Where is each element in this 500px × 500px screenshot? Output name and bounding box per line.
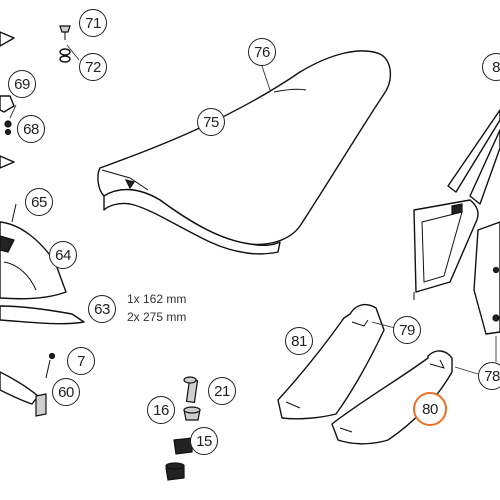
callout-81[interactable]: 81 [285, 327, 313, 355]
seat-strap-76 [273, 88, 307, 93]
callout-72[interactable]: 72 [79, 53, 107, 81]
screw-7 [45, 352, 56, 379]
callout-79[interactable]: 79 [393, 316, 421, 344]
callout-65[interactable]: 65 [25, 188, 53, 216]
foam-strip-63 [0, 305, 85, 325]
screw-71 [59, 25, 71, 40]
callout-7[interactable]: 7 [67, 347, 95, 375]
side-plate-lower-right [473, 221, 500, 335]
callout-60[interactable]: 60 [52, 378, 80, 406]
rubber-grommet-15 [165, 437, 193, 481]
callout-21[interactable]: 21 [208, 377, 236, 405]
part-69-bracket [0, 95, 15, 113]
callout-75[interactable]: 75 [197, 108, 225, 136]
dimension-note-1: 1x 162 mm [127, 292, 187, 306]
sleeve-16 [183, 406, 201, 421]
callout-80-highlighted[interactable]: 80 [413, 392, 447, 426]
seat-75 [97, 50, 391, 246]
dimension-note-2: 2x 275 mm [127, 310, 187, 324]
callout-63[interactable]: 63 [88, 295, 116, 323]
seat-75-base [103, 189, 281, 255]
part-60-block [35, 393, 47, 417]
callout-69[interactable]: 69 [8, 70, 36, 98]
screw-68 [4, 120, 12, 136]
callout-15[interactable]: 15 [190, 427, 218, 455]
foam-pad-80 [331, 350, 453, 445]
part-fragment-left-mid [0, 155, 15, 169]
washer-72 [59, 48, 71, 63]
part-fragment-top-left [0, 31, 15, 47]
callout-64[interactable]: 64 [49, 241, 77, 269]
callout-16[interactable]: 16 [147, 396, 175, 424]
part-60 [0, 371, 39, 405]
foam-pad-81 [277, 303, 385, 420]
frame-rail-right [469, 129, 500, 205]
callout-78[interactable]: 78 [478, 362, 500, 390]
callout-68[interactable]: 68 [17, 115, 45, 143]
callout-76[interactable]: 76 [248, 38, 276, 66]
side-plate-upper-right [413, 199, 479, 293]
bolt-21 [183, 376, 199, 404]
callout-71[interactable]: 71 [79, 9, 107, 37]
screw-65 [11, 203, 17, 223]
side-cover-64 [0, 221, 67, 300]
